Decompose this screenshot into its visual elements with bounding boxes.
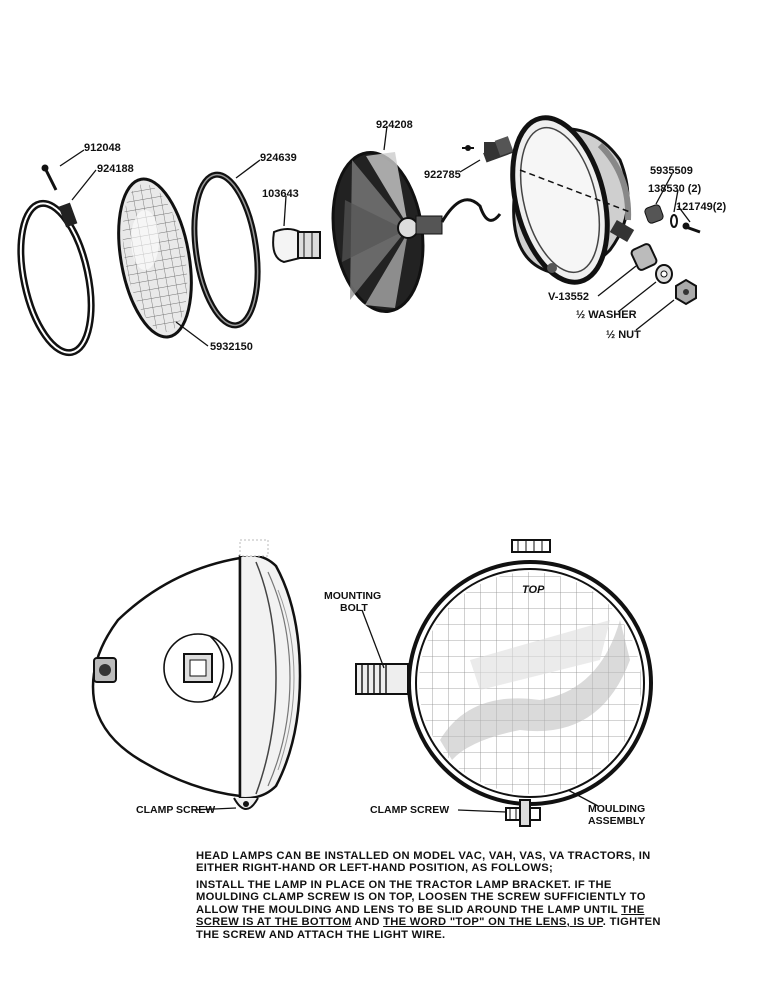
part-label-nut: ½ NUT	[606, 329, 641, 341]
part-label-bolt: V-13552	[548, 291, 589, 303]
lamp-front-view: TOP	[355, 539, 653, 827]
part-label-washer-small: 138530 (2)	[648, 183, 702, 195]
part-label-clamp: 924188	[97, 163, 134, 175]
instruction-paragraph-1: HEAD LAMPS CAN BE INSTALLED ON MODEL VAC…	[196, 850, 651, 875]
grommet-5935509	[644, 204, 664, 224]
part-label-wire: 922785	[424, 169, 461, 181]
part-label-grommet: 5935509	[650, 165, 693, 177]
lamp-housing	[510, 115, 635, 285]
small-screw	[682, 222, 701, 234]
part-label-gasket: 924639	[260, 152, 297, 164]
instruction-paragraph-2: INSTALL THE LAMP IN PLACE ON THE TRACTOR…	[196, 879, 661, 941]
lamp-side-view	[91, 539, 302, 811]
leader-lines	[59, 125, 691, 347]
bolt-v13552	[630, 243, 658, 271]
washer-part	[655, 264, 673, 284]
screw-912048	[41, 164, 58, 191]
gasket-ring	[191, 171, 261, 329]
front-clamp-screw-label: CLAMP SCREW	[370, 804, 449, 816]
part-label-screw-small: 121749(2)	[676, 201, 726, 213]
exploded-view: 912048 924188 924639 103643 5932150 9242…	[17, 115, 726, 357]
part-label-lens: 5932150	[210, 341, 253, 353]
nut-part	[675, 278, 697, 306]
moulding-label-2: ASSEMBLY	[588, 815, 645, 827]
bulb-part	[272, 228, 321, 264]
part-label-reflector: 924208	[376, 119, 413, 131]
clamp-ring	[17, 199, 95, 357]
mounting-bolt-label-1: MOUNTING	[324, 590, 381, 602]
mounting-bolt-label-2: BOLT	[340, 602, 368, 614]
side-clamp-screw-label: CLAMP SCREW	[136, 804, 215, 816]
part-label-screw: 912048	[84, 142, 121, 154]
moulding-label-1: MOULDING	[588, 803, 645, 815]
part-label-washer: ½ WASHER	[576, 309, 637, 321]
part-label-bulb: 103643	[262, 188, 299, 200]
small-washer	[670, 214, 678, 228]
lens-part	[117, 177, 193, 339]
lens-top-mark: TOP	[522, 584, 545, 596]
reflector-part	[331, 143, 513, 313]
wire-clip-922785	[462, 136, 514, 156]
